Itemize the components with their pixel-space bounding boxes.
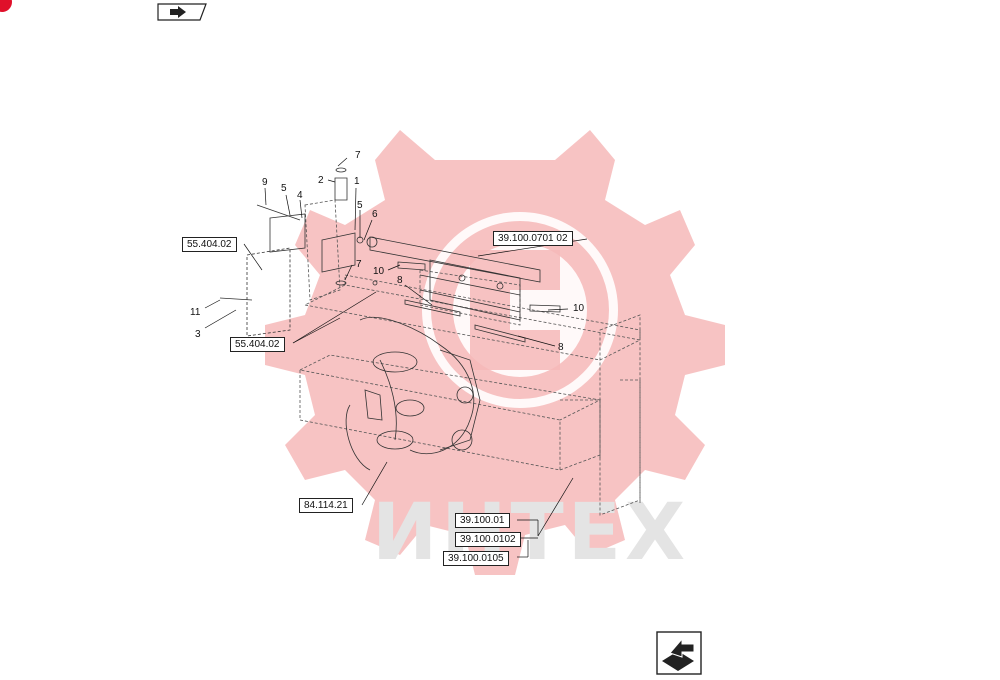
corner-logo-icon <box>0 0 12 12</box>
frame-outline <box>299 199 642 516</box>
cylinder-assembly <box>366 236 541 321</box>
item-number: 9 <box>262 177 268 188</box>
item-number: 1 <box>354 176 360 187</box>
previous-page-icon[interactable] <box>156 3 208 21</box>
item-number: 10 <box>373 266 385 277</box>
item-number: 8 <box>558 342 564 353</box>
item-number: 6 <box>372 209 378 220</box>
item-number: 8 <box>397 275 403 286</box>
next-page-icon[interactable] <box>656 631 702 675</box>
item-number: 10 <box>573 303 585 314</box>
callout-39-100-0105[interactable]: 39.100.0105 <box>443 551 509 566</box>
leader-lines <box>204 157 588 558</box>
callout-39-100-0102[interactable]: 39.100.0102 <box>455 532 521 547</box>
item-number: 11 <box>190 307 201 318</box>
callout-55-404-02-top[interactable]: 55.404.02 <box>182 237 237 252</box>
callout-84-114-21[interactable]: 84.114.21 <box>299 498 353 513</box>
item-number: 5 <box>281 183 287 194</box>
hitch-assembly <box>345 316 481 471</box>
item-number: 7 <box>356 259 362 270</box>
item-number: 3 <box>195 329 201 340</box>
callout-39-100-01[interactable]: 39.100.01 <box>455 513 510 528</box>
strips <box>397 261 561 343</box>
item-number: 5 <box>357 200 363 211</box>
item-number: 7 <box>355 150 361 161</box>
item-number: 2 <box>318 175 324 186</box>
callout-55-404-02-mid[interactable]: 55.404.02 <box>230 337 285 352</box>
callout-39-100-0701-02[interactable]: 39.100.0701 02 <box>493 231 573 246</box>
small-parts <box>219 167 378 337</box>
item-number: 4 <box>297 190 303 201</box>
